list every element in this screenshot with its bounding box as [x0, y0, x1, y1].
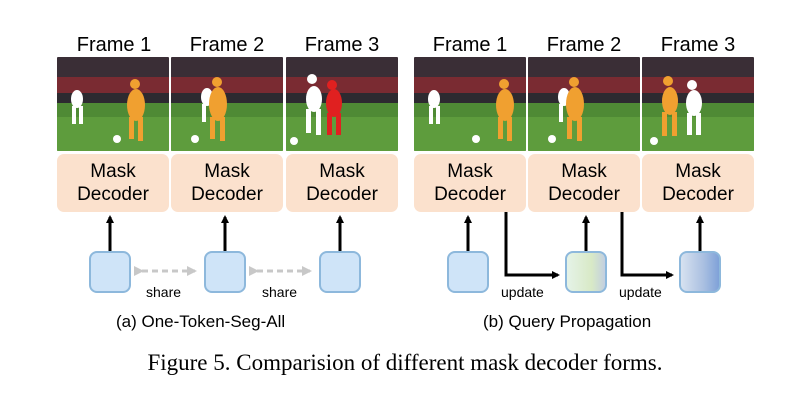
decoder-label-line2: Decoder — [548, 184, 620, 205]
decoder-label-line1: Mask — [90, 161, 136, 182]
video-frame-thumbnail — [286, 57, 398, 151]
video-frame-thumbnail — [528, 57, 640, 151]
decoder-label-line1: Mask — [319, 161, 365, 182]
decoder-label-line2: Decoder — [662, 184, 734, 205]
video-frame-thumbnail — [57, 57, 169, 151]
panel-b-subtitle: (b) Query Propagation — [483, 312, 652, 331]
mask-decoder-box: Mask Decoder — [528, 154, 640, 212]
frame-label: Frame 3 — [304, 34, 380, 56]
panel-a-subtitle: (a) One-Token-Seg-All — [116, 312, 286, 331]
decoder-label-line1: Mask — [675, 161, 721, 182]
frame-label: Frame 3 — [660, 34, 736, 56]
share-label: share — [262, 284, 298, 300]
figure-caption: Figure 5. Comparision of different mask … — [147, 350, 663, 375]
video-frame-thumbnail — [414, 57, 526, 151]
mask-decoder-box: Mask Decoder — [171, 154, 283, 212]
mask-decoder-box: Mask Decoder — [642, 154, 754, 212]
share-label: share — [146, 284, 182, 300]
update-label: update — [619, 284, 662, 300]
decoder-label-line1: Mask — [447, 161, 493, 182]
query-token — [447, 251, 489, 293]
mask-decoder-box: Mask Decoder — [414, 154, 526, 212]
frame-label: Frame 1 — [76, 34, 152, 56]
query-token — [89, 251, 131, 293]
decoder-label-line1: Mask — [204, 161, 250, 182]
mask-decoder-box: Mask Decoder — [286, 154, 398, 212]
update-arrow — [504, 212, 560, 279]
update-arrow — [620, 212, 674, 279]
video-frame-thumbnail — [642, 57, 754, 151]
updated-query-token — [679, 251, 721, 293]
decoder-label-line2: Decoder — [77, 184, 149, 205]
video-frame-thumbnail — [171, 57, 283, 151]
updated-query-token — [565, 251, 607, 293]
frame-label: Frame 1 — [432, 34, 508, 56]
query-token — [319, 251, 361, 293]
update-label: update — [501, 284, 544, 300]
query-token — [204, 251, 246, 293]
decoder-label-line2: Decoder — [191, 184, 263, 205]
decoder-label-line2: Decoder — [434, 184, 506, 205]
frame-label: Frame 2 — [189, 34, 265, 56]
decoder-label-line2: Decoder — [306, 184, 378, 205]
decoder-label-line1: Mask — [561, 161, 607, 182]
mask-decoder-box: Mask Decoder — [57, 154, 169, 212]
frame-label: Frame 2 — [546, 34, 622, 56]
